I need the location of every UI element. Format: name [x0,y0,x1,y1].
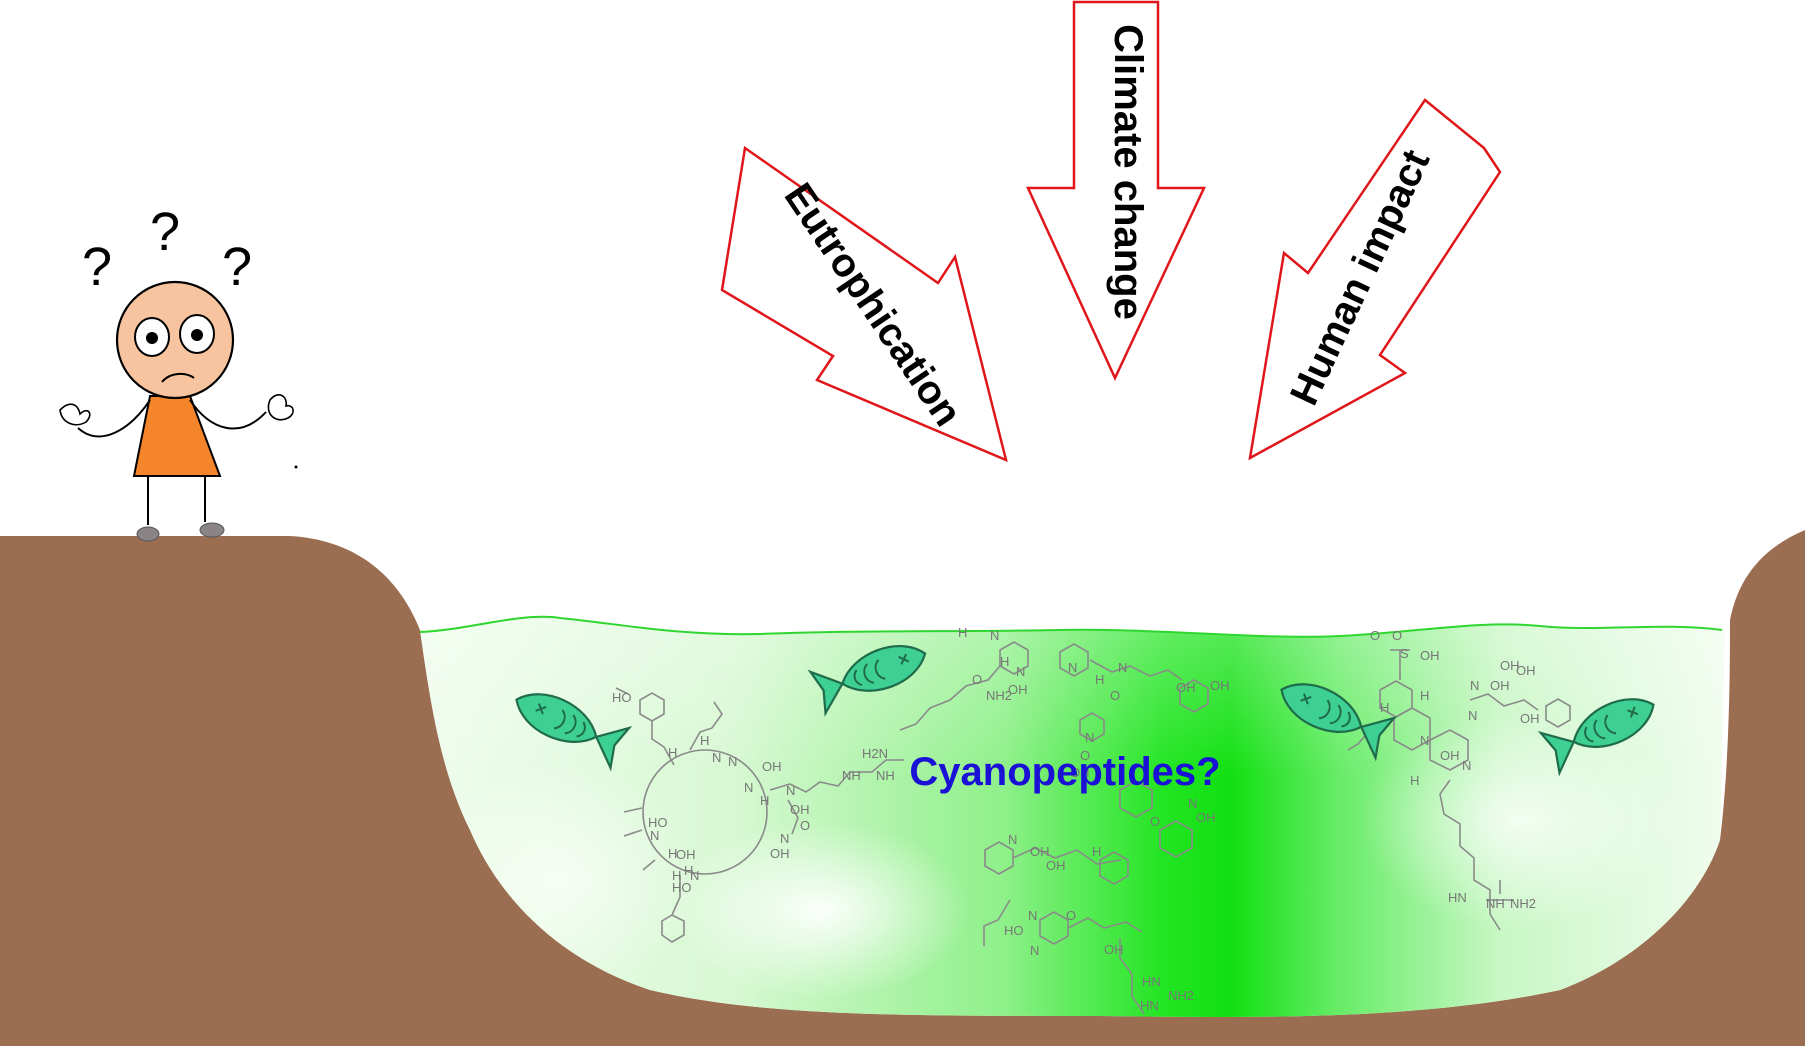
chem-atom-label: S [1400,646,1409,661]
chem-atom-label: NH [842,768,861,783]
chem-atom-label: N [786,783,795,798]
chem-atom-label: H [700,733,709,748]
chem-atom-label: H [958,625,967,640]
arrow-human-impact: Human impact [1248,98,1502,461]
chem-atom-label: O [1150,814,1160,829]
chem-atom-label: N [1030,943,1039,958]
chem-atom-label: H [1380,700,1389,715]
arrow-label-climate-change: Climate change [1106,24,1150,320]
chem-atom-label: N [1188,796,1197,811]
chem-atom-label: NH2 [1168,988,1194,1003]
chem-atom-label: N [1008,832,1017,847]
cyanopeptide-structure-1 [615,687,904,943]
chem-atom-label: NH2 [986,688,1012,703]
chem-atom-label: OH [1196,810,1216,825]
dead-fish-icon [1280,683,1398,762]
chem-atom-label: N [690,868,699,883]
chem-atom-label: H [1000,654,1009,669]
chem-atom-label: H [684,863,693,878]
chem-atom-label: OH [1046,858,1066,873]
question-mark-1: ? [82,237,112,297]
chem-atom-label: HN [1140,998,1159,1013]
chem-atom-label: N [1468,708,1477,723]
chem-atom-label: N [1462,758,1471,773]
chem-atom-label: HN [1142,974,1161,989]
chem-atom-label: O [800,818,810,833]
chem-atom-label: OH [1490,678,1510,693]
chem-atom-label: OH [1176,680,1196,695]
chem-atom-label: OH [1520,711,1540,726]
chem-atom-label: H [1420,688,1429,703]
chem-atom-label: H2N [862,746,888,761]
question-mark-2: ? [150,202,180,262]
chem-atom-label: OH [1104,942,1124,957]
chem-atom-label: H [1410,773,1419,788]
chem-atom-label: O [1392,628,1402,643]
chem-atom-label: N [728,754,737,769]
question-mark-3: ? [222,237,252,297]
dead-fish-icon [1537,698,1655,777]
chem-atom-label: H [1092,844,1101,859]
arrow-eutrophication: Eutrophication [720,145,1008,463]
chem-atom-label: OH [770,846,790,861]
chem-atom-label: N [990,628,999,643]
arrow-climate-change: Climate change [1026,0,1206,381]
dead-fish-icon [807,644,927,717]
chem-atom-label: HO [612,690,632,705]
chem-atom-label: N [1470,678,1479,693]
chem-atom-label: OH [676,847,696,862]
chem-atom-label: HO [1004,923,1024,938]
chem-atom-label: N [712,750,721,765]
chem-atom-label: N [650,828,659,843]
chem-atom-label: NH [876,768,895,783]
chem-atom-label: HO [672,880,692,895]
chem-atom-label: H [1095,672,1104,687]
chem-atom-label: N [744,780,753,795]
chem-atom-label: OH [1440,748,1460,763]
chem-atom-label: NH [1486,896,1505,911]
cyanopeptide-structure-2 [899,641,1209,1015]
chem-atom-label: OH [1070,765,1090,780]
chem-atom-label: N [780,831,789,846]
chem-atom-label: OH [1500,658,1520,673]
chem-atom-label: HN [1448,890,1467,905]
water-surface-line [419,615,1723,638]
chem-labels-3: OOSOHHOHHNOHOHNOHHNOHNHHNNHNH2 [1368,628,1540,911]
chem-atom-label: OH [1210,678,1230,693]
chem-atom-label: OH [1008,682,1028,697]
chem-atom-label: O [1066,908,1076,923]
chem-atom-label: H [668,745,677,760]
chem-atom-label: N [1085,730,1094,745]
lake-water [420,616,1725,1017]
chem-atom-label: OH [1420,648,1440,663]
chem-atom-label: N [1068,660,1077,675]
chem-atom-label: N [1016,664,1025,679]
soil-ground [0,530,1805,1046]
chem-atom-label: H [760,793,769,808]
dead-fish-icon [515,693,633,772]
chem-atom-label: N [1420,733,1429,748]
chem-atom-label: OH [790,802,810,817]
chem-atom-label: O [972,672,982,687]
chem-atom-label: OH [1030,844,1050,859]
chem-atom-label: O [1080,748,1090,763]
chem-atom-label: N [1118,660,1127,675]
confused-person-icon: ? ? ? [59,202,298,542]
chem-atom-label: O [1110,688,1120,703]
chem-atom-label: H [668,846,677,861]
cyanopeptides-label: Cyanopeptides? [909,750,1220,794]
chem-atom-label: OH [762,759,782,774]
chem-atom-label: NH2 [1510,896,1536,911]
chem-atom-label: N [1028,908,1037,923]
chem-atom-label: HO [648,815,668,830]
chem-atom-label: H [672,868,681,883]
chem-atom-label: OH [1516,663,1536,678]
chem-atom-label: O [1370,628,1380,643]
cyanopeptide-structure-3 [1347,649,1571,931]
